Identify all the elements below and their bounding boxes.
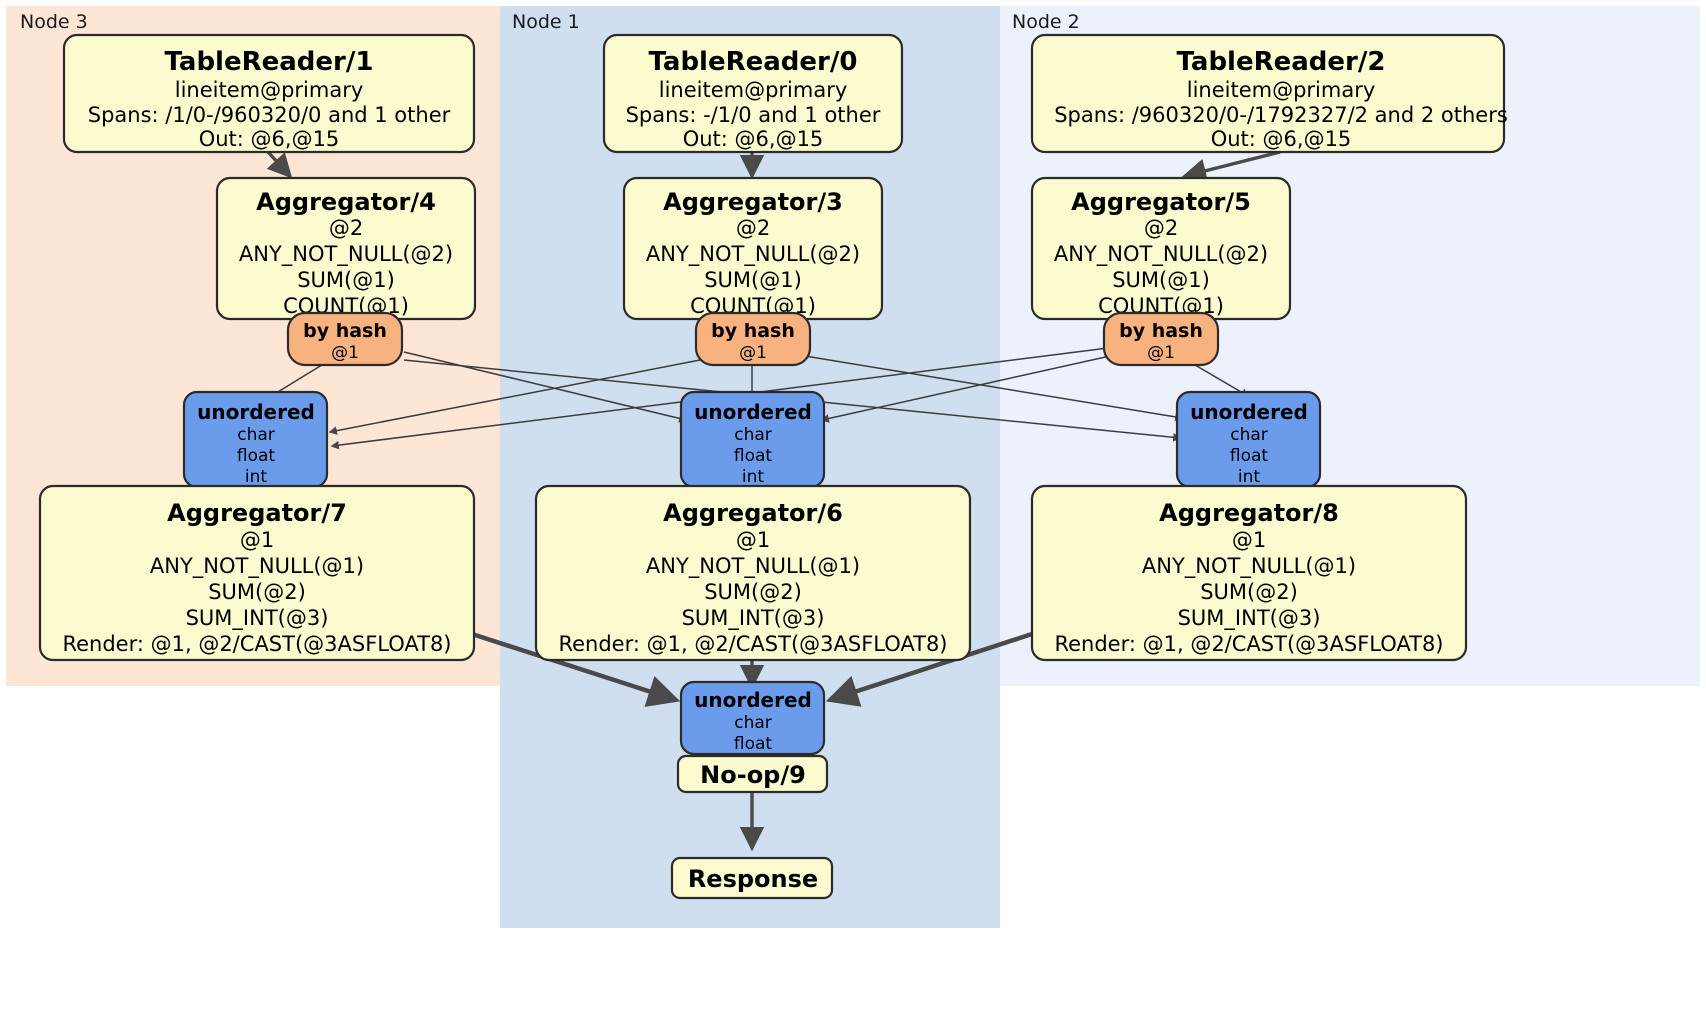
tablereader2-line-0: lineitem@primary (1187, 78, 1376, 102)
unordered7-line-2: int (245, 467, 267, 487)
tablereader2-title: TableReader/2 (1177, 47, 1386, 77)
node-tablereader0[interactable]: TableReader/0 lineitem@primary Spans: -/… (602, 33, 904, 154)
tablereader1-line-1: Spans: /1/0-/960320/0 and 1 other (88, 103, 451, 127)
unordered8-title: unordered (1190, 400, 1308, 424)
aggregator6-line-4: Render: @1, @2/CAST(@3ASFLOAT8) (558, 632, 947, 656)
aggregator5-line-2: SUM(@1) (1112, 268, 1210, 292)
node-unordered9[interactable]: unordered char float (679, 680, 826, 756)
aggregator8-line-4: Render: @1, @2/CAST(@3ASFLOAT8) (1054, 632, 1443, 656)
edge-byhash3-unordered7 (328, 359, 701, 435)
unordered7-line-1: float (237, 446, 276, 466)
unordered6-line-2: int (742, 467, 764, 487)
node-aggregator4[interactable]: Aggregator/4 @2 ANY_NOT_NULL(@2) SUM(@1)… (215, 176, 477, 321)
aggregator3-line-1: ANY_NOT_NULL(@2) (646, 242, 860, 267)
response-title: Response (688, 865, 818, 893)
tablereader0-line-2: Out: @6,@15 (683, 127, 824, 151)
aggregator7-line-2: SUM(@2) (208, 580, 306, 604)
byhash4-line-0: @1 (331, 343, 359, 363)
aggregator7-line-4: Render: @1, @2/CAST(@3ASFLOAT8) (62, 632, 451, 656)
aggregator4-line-2: SUM(@1) (297, 268, 395, 292)
final-merge-edges (471, 631, 1033, 852)
aggregator7-line-3: SUM_INT(@3) (186, 606, 329, 631)
tablereader1-line-2: Out: @6,@15 (199, 127, 340, 151)
aggregator4-line-1: ANY_NOT_NULL(@2) (239, 242, 453, 267)
byhash5-title: by hash (1119, 320, 1203, 342)
edge-byhash4-unordered6 (403, 351, 688, 423)
node-unordered8[interactable]: unordered char float int (1175, 390, 1322, 489)
aggregator3-title: Aggregator/3 (663, 188, 843, 216)
node-aggregator6[interactable]: Aggregator/6 @1 ANY_NOT_NULL(@1) SUM(@2)… (534, 484, 972, 662)
panel-node1-label: Node 1 (512, 11, 580, 33)
node-aggregator7[interactable]: Aggregator/7 @1 ANY_NOT_NULL(@1) SUM(@2)… (38, 484, 476, 662)
aggregator5-line-0: @2 (1144, 216, 1178, 240)
tablereader0-line-1: Spans: -/1/0 and 1 other (626, 103, 881, 127)
aggregator8-line-2: SUM(@2) (1200, 580, 1298, 604)
panel-node2-label: Node 2 (1012, 11, 1080, 33)
aggregator7-title: Aggregator/7 (167, 499, 347, 527)
byhash5-line-0: @1 (1147, 343, 1175, 363)
unordered9-line-0: char (734, 713, 772, 733)
node-unordered6[interactable]: unordered char float int (679, 390, 826, 489)
aggregator5-line-1: ANY_NOT_NULL(@2) (1054, 242, 1268, 267)
aggregator4-line-0: @2 (329, 216, 363, 240)
tablereader0-line-0: lineitem@primary (659, 78, 848, 102)
tablereader1-line-0: lineitem@primary (175, 78, 364, 102)
node-aggregator8[interactable]: Aggregator/8 @1 ANY_NOT_NULL(@1) SUM(@2)… (1030, 484, 1468, 662)
unordered7-title: unordered (197, 400, 315, 424)
unordered6-line-0: char (734, 425, 772, 445)
edge-aggregator8-unordered9 (825, 631, 1033, 707)
reader-to-aggregator-edges (266, 150, 1281, 183)
aggregator6-title: Aggregator/6 (663, 499, 843, 527)
edge-byhash3-unordered8 (804, 355, 1184, 422)
byhash3-line-0: @1 (739, 343, 767, 363)
tablereader1-title: TableReader/1 (165, 47, 374, 77)
aggregator6-line-0: @1 (736, 528, 770, 552)
edge-tablereader1-aggregator4 (266, 150, 293, 179)
aggregator5-title: Aggregator/5 (1071, 188, 1251, 216)
aggregator8-line-0: @1 (1232, 528, 1266, 552)
unordered8-line-0: char (1230, 425, 1268, 445)
unordered6-line-1: float (734, 446, 773, 466)
aggregator7-line-0: @1 (240, 528, 274, 552)
node-unordered7[interactable]: unordered char float int (182, 390, 329, 489)
byhash4-title: by hash (303, 320, 387, 342)
node-tablereader1[interactable]: TableReader/1 lineitem@primary Spans: /1… (62, 33, 476, 154)
byhash3-title: by hash (711, 320, 795, 342)
unordered8-line-2: int (1238, 467, 1260, 487)
tablereader0-title: TableReader/0 (649, 47, 858, 77)
unordered6-title: unordered (694, 400, 812, 424)
panel-node3-label: Node 3 (20, 11, 88, 33)
node-response[interactable]: Response (670, 856, 834, 900)
node-noop9[interactable]: No-op/9 (676, 754, 829, 794)
node-byhash3[interactable]: by hash @1 (694, 311, 812, 367)
aggregator6-line-3: SUM_INT(@3) (682, 606, 825, 631)
aggregator7-line-1: ANY_NOT_NULL(@1) (150, 554, 364, 579)
aggregator8-line-1: ANY_NOT_NULL(@1) (1142, 554, 1356, 579)
node-aggregator3[interactable]: Aggregator/3 @2 ANY_NOT_NULL(@2) SUM(@1)… (622, 176, 884, 321)
edge-tablereader2-aggregator5 (1181, 150, 1281, 183)
node-tablereader2[interactable]: TableReader/2 lineitem@primary Spans: /9… (1030, 33, 1508, 154)
aggregator8-title: Aggregator/8 (1159, 499, 1339, 527)
aggregator6-line-1: ANY_NOT_NULL(@1) (646, 554, 860, 579)
aggregator6-line-2: SUM(@2) (704, 580, 802, 604)
tablereader2-line-2: Out: @6,@15 (1211, 127, 1352, 151)
aggregator8-line-3: SUM_INT(@3) (1178, 606, 1321, 631)
unordered9-line-1: float (734, 734, 773, 754)
unordered8-line-1: float (1230, 446, 1269, 466)
node-byhash4[interactable]: by hash @1 (286, 311, 404, 367)
unordered7-line-0: char (237, 425, 275, 445)
unordered9-title: unordered (694, 688, 812, 712)
noop9-title: No-op/9 (700, 761, 806, 789)
edge-byhash5-unordered8 (1189, 361, 1250, 397)
node-aggregator5[interactable]: Aggregator/5 @2 ANY_NOT_NULL(@2) SUM(@1)… (1030, 176, 1292, 321)
tablereader2-line-1: Spans: /960320/0-/1792327/2 and 2 others (1054, 103, 1508, 127)
aggregator3-line-0: @2 (736, 216, 770, 240)
aggregator4-title: Aggregator/4 (256, 188, 436, 216)
edge-byhash5-unordered6 (820, 355, 1111, 423)
aggregator3-line-2: SUM(@1) (704, 268, 802, 292)
edge-aggregator7-unordered9 (471, 631, 681, 707)
node-byhash5[interactable]: by hash @1 (1102, 311, 1220, 367)
